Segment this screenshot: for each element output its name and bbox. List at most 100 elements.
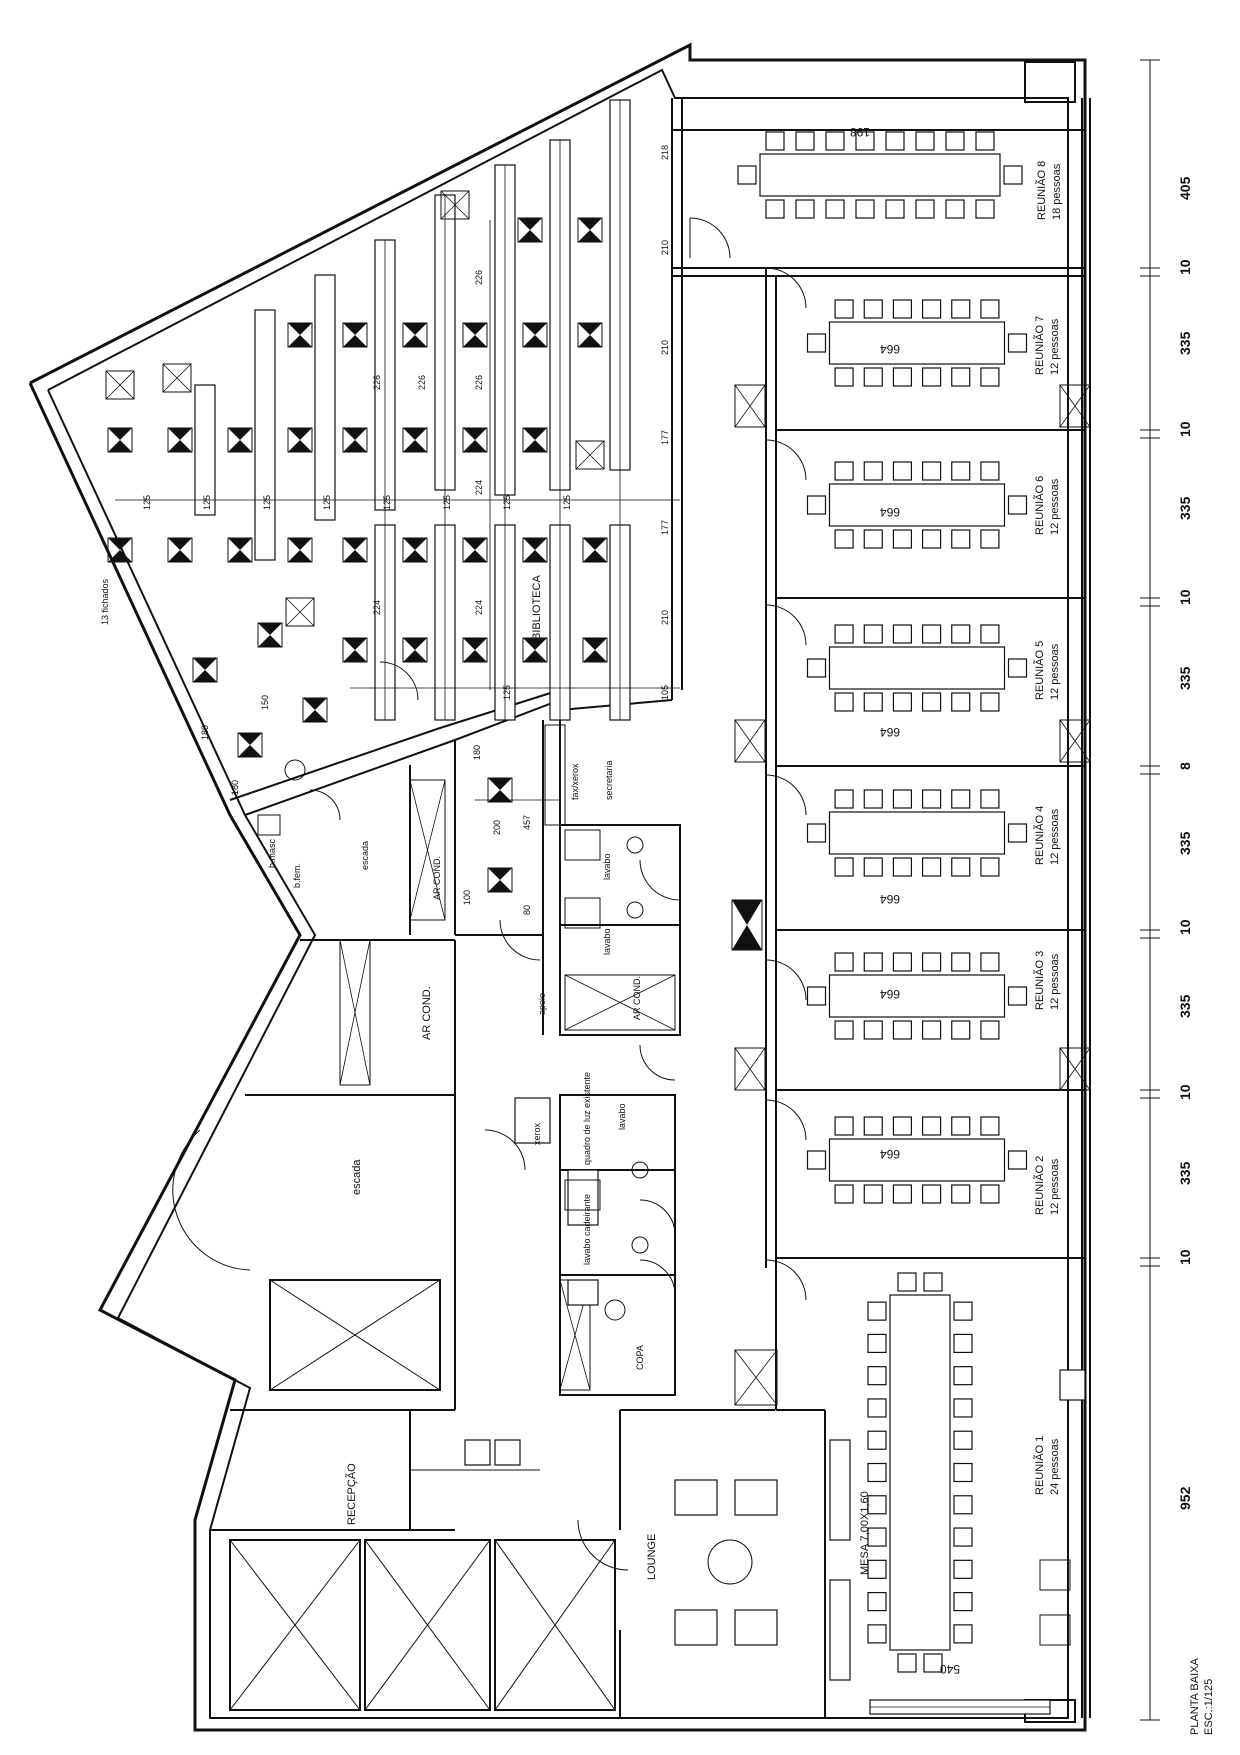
column-marker-fill-icon — [303, 698, 327, 710]
column-marker-fill-icon — [403, 538, 427, 550]
lavabo-cadeirante-label: lavabo cadeirante — [582, 1194, 592, 1265]
lib-dim-125-h: 125 — [562, 495, 572, 510]
column-marker-fill-icon — [238, 745, 262, 757]
arcond1-label: AR COND. — [432, 856, 442, 900]
chair — [921, 367, 942, 387]
chair — [867, 1591, 887, 1612]
column-marker-fill-icon — [488, 868, 512, 880]
column-marker-fill-icon — [523, 550, 547, 562]
chair — [867, 1398, 887, 1418]
chair — [951, 461, 971, 481]
recepcao-label: RECEPÇÃO — [345, 1463, 358, 1525]
chair — [867, 1462, 887, 1483]
bfem-label: b.fem. — [292, 863, 302, 888]
chair — [863, 1184, 883, 1204]
chair — [863, 299, 883, 319]
lib-dim-105: 105 — [660, 685, 670, 700]
dim-10-a: 10 — [1177, 259, 1193, 275]
column-marker-fill-icon — [228, 428, 252, 440]
dim-335-a: 335 — [1177, 331, 1193, 355]
chair — [855, 199, 875, 219]
escada2-label: escada — [351, 1159, 363, 1195]
column-marker-fill-icon — [403, 428, 427, 440]
library-shelves — [194, 99, 631, 721]
chair — [892, 624, 913, 644]
lavabo3-label: lavabo — [617, 1103, 627, 1130]
dim-10-f: 10 — [1177, 1249, 1193, 1265]
chair — [834, 367, 854, 387]
chair — [897, 1272, 917, 1292]
lounge-label: LOUNGE — [646, 1534, 658, 1580]
apoio-label: apoio — [537, 993, 547, 1015]
meeting-table — [828, 483, 1006, 527]
dim-8: 8 — [1177, 762, 1193, 770]
chair — [915, 199, 935, 219]
reuniao6-dim: 664 — [880, 505, 900, 519]
chair — [867, 1333, 887, 1354]
chair — [765, 131, 785, 151]
chair — [945, 199, 965, 219]
reuniao6-name: REUNIÃO 6 — [1033, 476, 1046, 535]
quadro-label: quadro de luz existente — [582, 1072, 592, 1165]
chair — [980, 692, 1000, 712]
column-marker-fill-icon — [488, 790, 512, 802]
chair — [863, 367, 883, 387]
chair — [980, 857, 1000, 877]
chair — [867, 1624, 887, 1644]
chair — [806, 333, 827, 353]
meeting-table — [828, 1138, 1006, 1182]
chair — [980, 529, 1000, 549]
column-marker-fill-icon — [168, 428, 192, 440]
reuniao2-name: REUNIÃO 2 — [1033, 1156, 1046, 1215]
column-marker-fill-icon — [523, 538, 547, 550]
column-marker-fill-icon — [578, 218, 602, 230]
meeting-table-large — [889, 1294, 951, 1651]
chair — [980, 952, 1000, 972]
column-marker-fill-icon — [403, 550, 427, 562]
column-marker-fill-icon — [288, 538, 312, 550]
chair — [867, 1559, 887, 1579]
biblioteca-label: BIBLIOTECA — [531, 575, 543, 640]
column-marker-fill-icon — [463, 428, 487, 440]
lib-dim-210-a: 210 — [660, 240, 670, 255]
chair — [892, 1020, 913, 1040]
reuniao8-capacity: 18 pessoas — [1051, 163, 1063, 220]
chair — [953, 1559, 973, 1579]
library-column-markers — [105, 190, 608, 893]
chair — [834, 1116, 854, 1136]
chair — [951, 367, 971, 387]
lib-dim-210-c: 210 — [660, 610, 670, 625]
reuniao2-dim: 664 — [880, 1147, 900, 1161]
shaft-marker-icon — [105, 370, 135, 400]
chair — [1007, 986, 1028, 1006]
chair — [867, 1495, 887, 1515]
column-marker-fill-icon — [403, 440, 427, 452]
column-marker-fill-icon — [403, 650, 427, 662]
column-marker-fill-icon — [168, 550, 192, 562]
reuniao8-name: REUNIÃO 8 — [1035, 161, 1048, 220]
chair — [863, 624, 883, 644]
column-marker-fill-icon — [583, 638, 607, 650]
chair — [795, 199, 815, 219]
chair — [1007, 1150, 1028, 1170]
shaft-marker-icon — [285, 597, 315, 627]
column-marker-fill-icon — [578, 230, 602, 242]
lib-dim-150: 150 — [260, 695, 270, 710]
chair — [863, 1116, 883, 1136]
chair — [885, 131, 905, 151]
column-marker-fill-icon — [518, 218, 542, 230]
chair — [892, 857, 913, 877]
chair — [951, 299, 971, 319]
chair — [921, 1116, 942, 1136]
arcond3-label: AR COND. — [421, 986, 433, 1040]
column-marker-fill-icon — [523, 650, 547, 662]
lib-dim-177-b: 177 — [660, 520, 670, 535]
lib-dim-180-c: 180 — [472, 745, 482, 760]
lib-dim-226-c: 226 — [417, 375, 427, 390]
chair — [855, 131, 875, 151]
column-marker-fill-icon — [343, 440, 367, 452]
shaft-marker-line — [575, 440, 605, 470]
column-marker-fill-icon — [403, 335, 427, 347]
column-marker-fill-icon — [108, 550, 132, 562]
column-marker-fill-icon — [583, 650, 607, 662]
